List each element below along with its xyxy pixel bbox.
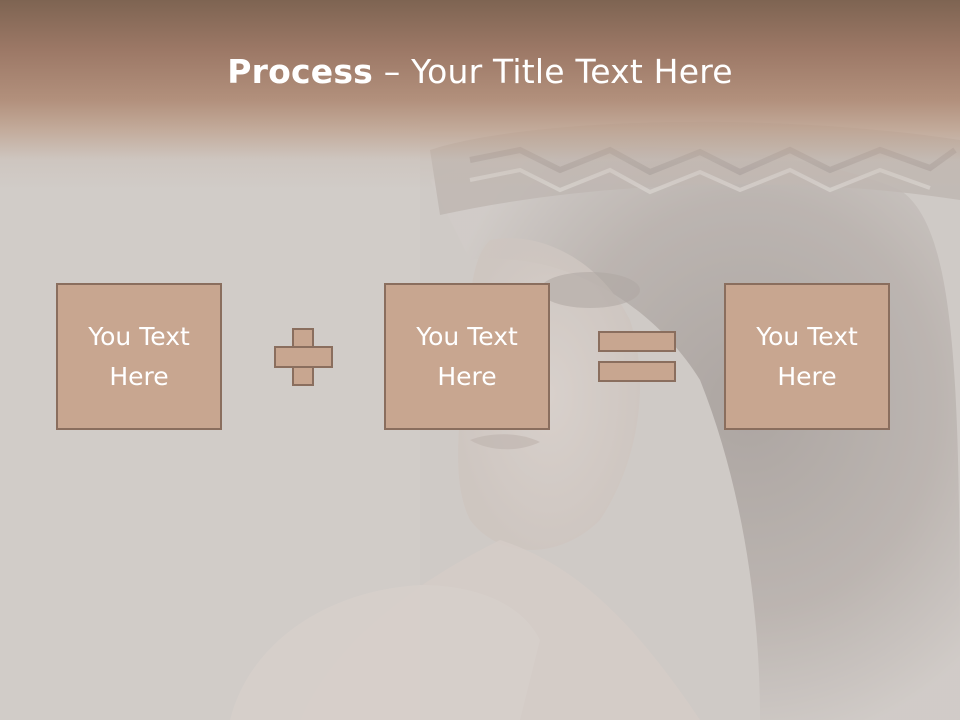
text-box-1-line1: You Text [88,321,190,351]
text-box-2-line2: Here [437,361,497,391]
text-box-3[interactable]: You Text Here [724,283,890,430]
slide-title: Process – Your Title Text Here [0,52,960,91]
text-box-2-content: You Text Here [402,317,532,397]
text-box-1-line2: Here [109,361,169,391]
text-box-2[interactable]: You Text Here [384,283,550,430]
equals-icon-top-bar [598,331,676,352]
text-box-1[interactable]: You Text Here [56,283,222,430]
title-bold-text: Process [227,52,374,91]
plus-icon-center [294,348,312,366]
text-box-3-line2: Here [777,361,837,391]
equals-icon-bottom-bar [598,361,676,382]
text-box-3-line1: You Text [756,321,858,351]
text-box-2-line1: You Text [416,321,518,351]
title-rest-text: – Your Title Text Here [373,52,733,91]
text-box-1-content: You Text Here [74,317,204,397]
title-band [0,0,960,190]
text-box-3-content: You Text Here [742,317,872,397]
